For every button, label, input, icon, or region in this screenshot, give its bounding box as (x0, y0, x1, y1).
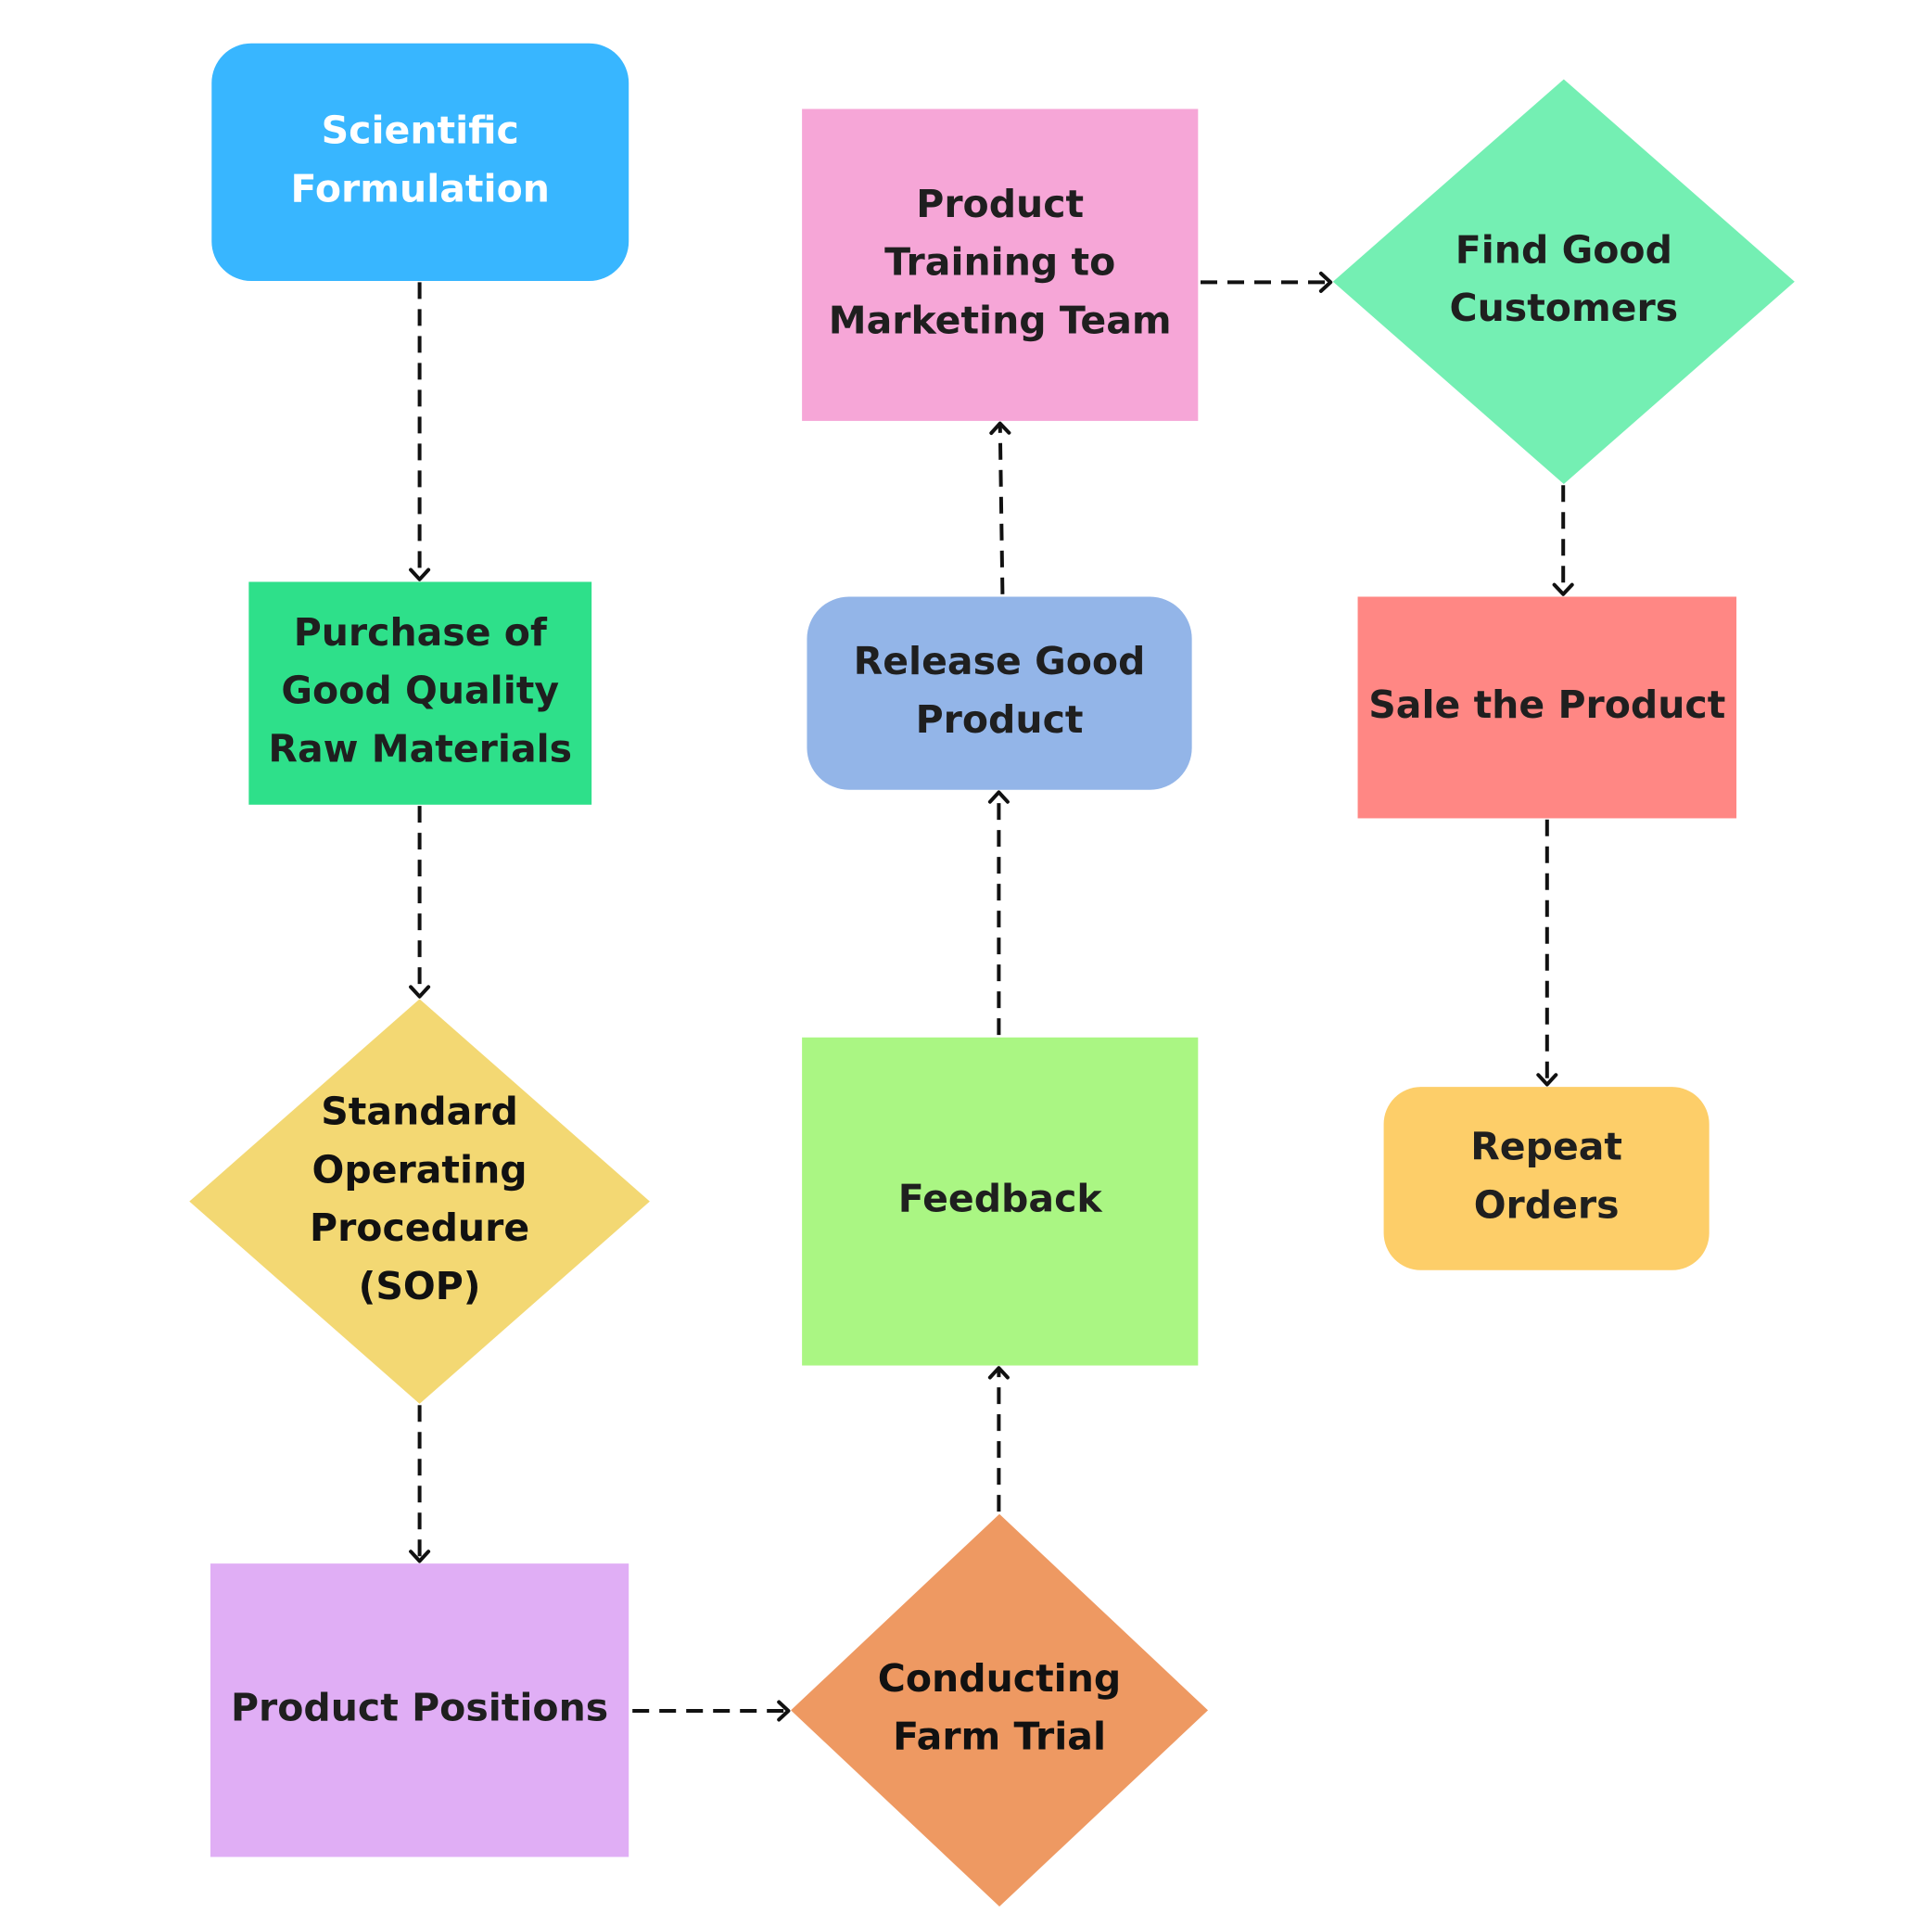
repeat-orders-label-line: Orders (1474, 1182, 1620, 1227)
product-positions-label-line: Product Positions (231, 1685, 608, 1729)
arrowhead-icon (987, 1366, 1010, 1380)
arrowhead-icon (1318, 271, 1333, 293)
arrowhead-icon (409, 985, 431, 999)
edge-product-training-to-find-good-customers (1201, 271, 1333, 293)
purchase-raw-materials-label-line: Raw Materials (268, 726, 572, 771)
arrowhead-icon (987, 790, 1010, 804)
standard-operating-procedure-label-line: Procedure (310, 1205, 529, 1250)
conducting-farm-trial-label-line: Conducting (878, 1656, 1121, 1701)
standard-operating-procedure-label-line: (SOP) (359, 1264, 481, 1308)
feedback-label-line: Feedback (898, 1177, 1104, 1221)
product-training-label-line: Product (916, 182, 1084, 226)
edge-find-good-customers-to-sale-the-product (1552, 485, 1574, 596)
conducting-farm-trial-label-line: Farm Trial (893, 1715, 1106, 1759)
node-feedback: Feedback (802, 1037, 1199, 1366)
node-product-positions: Product Positions (210, 1563, 629, 1857)
edges-layer (409, 271, 1574, 1722)
find-good-customers-shape (1332, 79, 1795, 485)
sale-the-product-label-line: Sale the Product (1368, 682, 1725, 727)
product-training-label-line: Training to (884, 240, 1115, 285)
standard-operating-procedure-label-line: Operating (312, 1147, 527, 1192)
arrowhead-icon (409, 1550, 431, 1563)
purchase-raw-materials-shape (248, 581, 592, 805)
edge-line (998, 423, 1005, 594)
edge-purchase-raw-materials-to-standard-operating-procedure (409, 806, 431, 999)
sale-the-product-shape (1357, 596, 1737, 819)
node-sale-the-product: Sale the Product (1357, 596, 1737, 819)
repeat-orders-shape (1383, 1087, 1710, 1270)
conducting-farm-trial-shape (791, 1513, 1209, 1907)
find-good-customers-label-line: Customers (1450, 286, 1679, 330)
arrowhead-icon (1552, 582, 1574, 596)
standard-operating-procedure-label-line: Standard (321, 1090, 518, 1134)
arrowhead-icon (409, 568, 431, 581)
release-good-product-label-line: Release Good (854, 639, 1146, 683)
product-positions-shape (210, 1563, 629, 1857)
find-good-customers-label-line: Find Good (1455, 227, 1672, 272)
scientific-formulation-label-line: Scientific (322, 108, 519, 153)
edge-standard-operating-procedure-to-product-positions (409, 1405, 431, 1563)
product-training-shape (802, 108, 1199, 421)
edge-release-good-product-to-product-training (989, 421, 1011, 594)
edge-conducting-farm-trial-to-feedback (987, 1366, 1010, 1512)
release-good-product-shape (807, 596, 1192, 790)
release-good-product-label-line: Product (916, 697, 1084, 742)
edge-product-positions-to-conducting-farm-trial (632, 1700, 791, 1722)
feedback-shape (802, 1037, 1199, 1366)
arrowhead-icon (1536, 1073, 1558, 1087)
product-training-label-line: Marketing Team (829, 298, 1172, 342)
edge-scientific-formulation-to-purchase-raw-materials (409, 282, 431, 581)
scientific-formulation-label-line: Formulation (291, 166, 550, 210)
arrowhead-icon (989, 421, 1011, 435)
purchase-raw-materials-label-line: Purchase of (294, 610, 548, 655)
standard-operating-procedure-shape (189, 999, 650, 1404)
edge-sale-the-product-to-repeat-orders (1536, 819, 1558, 1087)
purchase-raw-materials-label-line: Good Quality (281, 669, 559, 713)
scientific-formulation-shape (211, 43, 629, 282)
arrowhead-icon (777, 1700, 791, 1722)
repeat-orders-label-line: Repeat (1470, 1125, 1622, 1169)
edge-feedback-to-release-good-product (987, 790, 1010, 1036)
